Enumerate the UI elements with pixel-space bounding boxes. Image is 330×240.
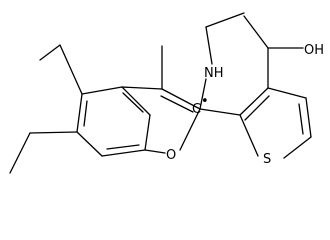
- bond: [121, 86, 151, 116]
- bond: [244, 95, 270, 121]
- radical-dot: •: [201, 94, 209, 109]
- bond: [161, 88, 201, 110]
- bond: [283, 136, 312, 159]
- bond: [76, 93, 83, 133]
- bond: [101, 149, 146, 157]
- bond: [239, 114, 259, 157]
- bond: [76, 131, 103, 157]
- bond: [160, 95, 194, 113]
- hydroxyl-label: OH: [304, 43, 324, 58]
- bond: [39, 44, 61, 61]
- atom-labels: NH C • O S OH: [166, 43, 324, 167]
- nh-label: NH: [204, 66, 224, 81]
- bond: [9, 132, 31, 174]
- bond: [122, 92, 144, 113]
- radical-carbon-label: C: [192, 102, 201, 117]
- furan-oxygen-label: O: [166, 148, 176, 163]
- bond: [144, 114, 151, 151]
- bond: [106, 144, 140, 150]
- bond: [243, 15, 269, 49]
- bond: [144, 149, 166, 154]
- bond: [199, 108, 241, 116]
- bond: [83, 100, 88, 127]
- bond: [59, 44, 83, 95]
- bond: [205, 26, 213, 65]
- thiophene-sulfur-label: S: [263, 152, 271, 167]
- molecule-structure: NH C • O S OH: [9, 12, 324, 174]
- bond: [199, 78, 207, 110]
- bond-layer: [9, 12, 312, 174]
- bond: [121, 86, 163, 90]
- bond: [267, 87, 307, 99]
- bond: [179, 108, 201, 151]
- bond: [305, 97, 312, 138]
- bond: [239, 87, 269, 116]
- bond: [298, 103, 304, 135]
- bond: [29, 131, 78, 134]
- bond: [205, 12, 245, 28]
- bond: [81, 86, 123, 95]
